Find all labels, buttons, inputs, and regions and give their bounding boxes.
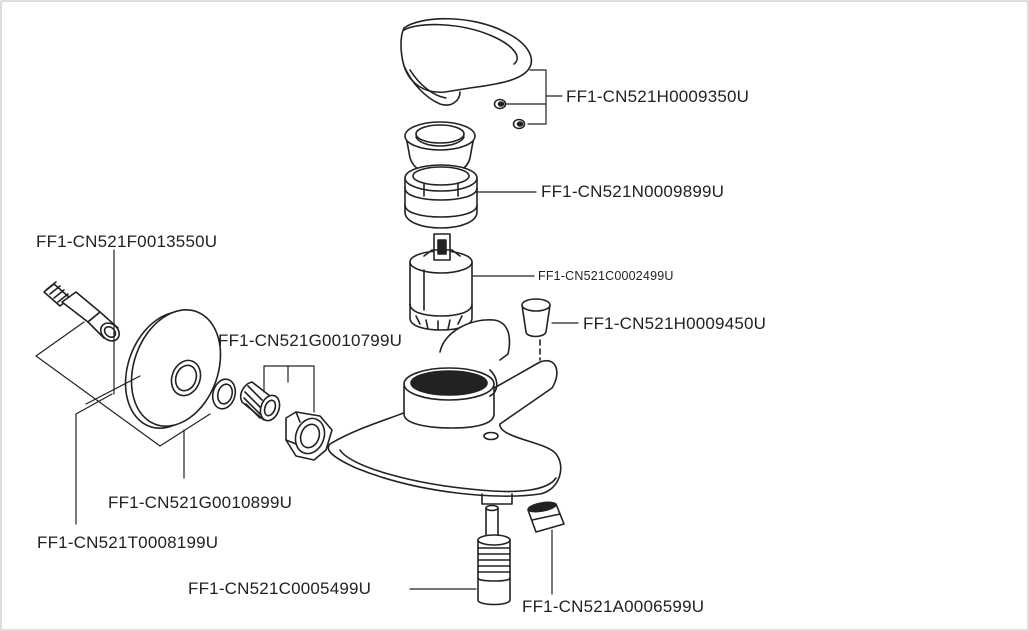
washer-part (211, 378, 237, 410)
escutcheon-part (124, 309, 222, 429)
part-label-cartridge-nut: FF1-CN521N0009899U (541, 182, 725, 201)
part-label-cap: FF1-CN521H0009450U (583, 314, 767, 333)
part-label-cartridge: FF1-CN521C0002499U (538, 269, 674, 283)
diverter-part (477, 504, 511, 606)
leader-connector-nut (263, 365, 315, 413)
part-label-washer: FF1-CN521G0010899U (108, 493, 293, 512)
nut-part (285, 411, 333, 461)
part-label-diverter: FF1-CN521C0005499U (188, 579, 372, 598)
dome-cap-part (404, 121, 476, 175)
set-screws-part (493, 98, 526, 130)
faucet-body-part (327, 319, 562, 505)
cartridge-nut-part (404, 164, 478, 229)
leader-eccentric (35, 321, 141, 525)
cartridge-part (409, 233, 473, 331)
aerator-part (527, 501, 565, 533)
part-label-aerator: FF1-CN521A0006599U (522, 597, 705, 616)
handle-part (400, 17, 533, 106)
connector-part (239, 381, 281, 422)
leader-handle (505, 69, 563, 125)
eccentric-connector-part (43, 281, 121, 342)
part-label-handle: FF1-CN521H0009350U (566, 87, 750, 106)
leader-washer (35, 355, 211, 479)
part-label-connector-nut: FF1-CN521G0010799U (218, 331, 403, 350)
part-label-escutcheon: FF1-CN521F0013550U (36, 232, 218, 251)
leader-lines (35, 69, 579, 595)
part-label-eccentric-connector: FF1-CN521T0008199U (37, 533, 219, 552)
